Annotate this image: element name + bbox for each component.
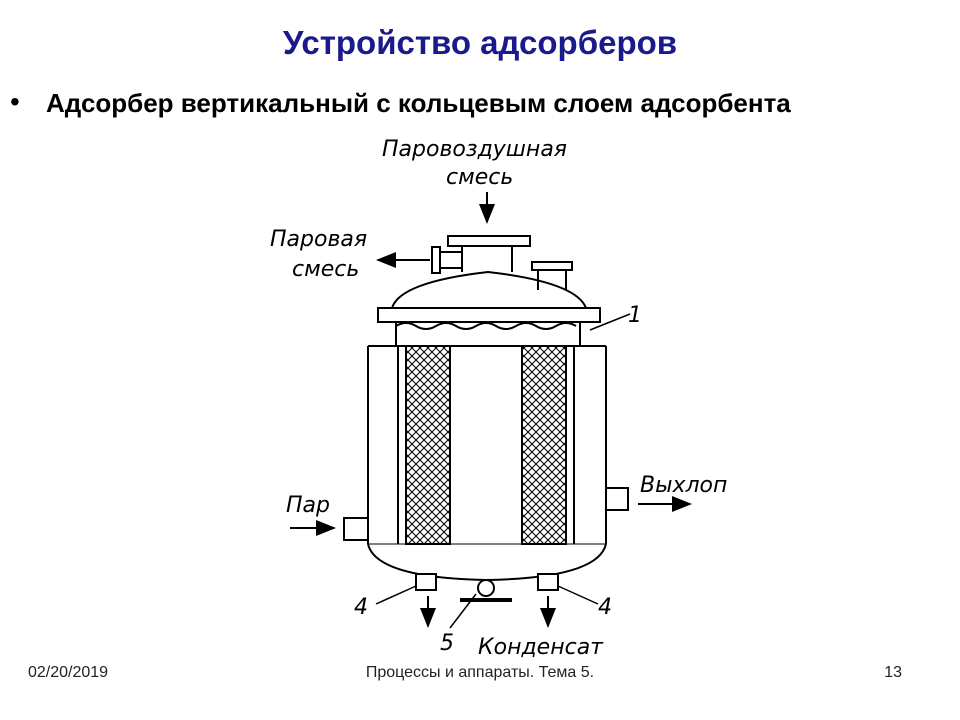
- steam-inlet-nozzle: [343, 517, 369, 541]
- adsorbent-layer-left: [405, 345, 451, 545]
- callout-5: 5: [440, 631, 454, 656]
- top-right-nozzle-flange: [531, 261, 573, 271]
- dome-lid: [391, 270, 587, 309]
- callout-4-right: 4: [598, 595, 612, 620]
- label-steam-mix-2: смесь: [292, 257, 359, 282]
- side-outlet-flange: [431, 246, 441, 274]
- shell-bottom: [367, 543, 607, 582]
- wavy-seal: [395, 322, 577, 330]
- exhaust-nozzle: [605, 487, 629, 511]
- callout-4-left: 4: [354, 595, 368, 620]
- lid-flange: [377, 307, 601, 323]
- label-steam: Пар: [286, 493, 330, 518]
- callout-1: 1: [628, 303, 642, 328]
- bullet-marker: •: [10, 86, 20, 117]
- footer-date: 02/20/2019: [28, 664, 109, 681]
- top-inlet-flange: [447, 235, 531, 247]
- label-steam-air-mix-2: смесь: [446, 165, 513, 190]
- footer-course: Процессы и аппараты. Тема 5.: [365, 664, 595, 681]
- label-condensate: Конденсат: [478, 635, 604, 660]
- callout-1-leader: [589, 313, 631, 331]
- drain-valve: [477, 579, 495, 597]
- label-exhaust: Выхлоп: [640, 473, 727, 498]
- callout-5-leader: [449, 593, 477, 629]
- label-steam-air-mix-1: Паровоздушная: [382, 137, 567, 162]
- bullet-text: Адсорбер вертикальный с кольцевым слоем …: [46, 88, 791, 118]
- condensate-nozzle-right: [537, 573, 559, 591]
- slide-title: Устройство адсорберов: [282, 24, 678, 61]
- adsorbent-layer-right: [521, 345, 567, 545]
- label-steam-mix-1: Паровая: [270, 227, 367, 252]
- adsorber-diagram: Паровоздушная смесь Паровая смесь Пар Вы…: [270, 137, 727, 660]
- callout-4-right-leader: [557, 585, 599, 605]
- footer-page-number: 13: [884, 664, 902, 681]
- condensate-nozzle-left: [415, 573, 437, 591]
- callout-4-left-leader: [375, 585, 417, 605]
